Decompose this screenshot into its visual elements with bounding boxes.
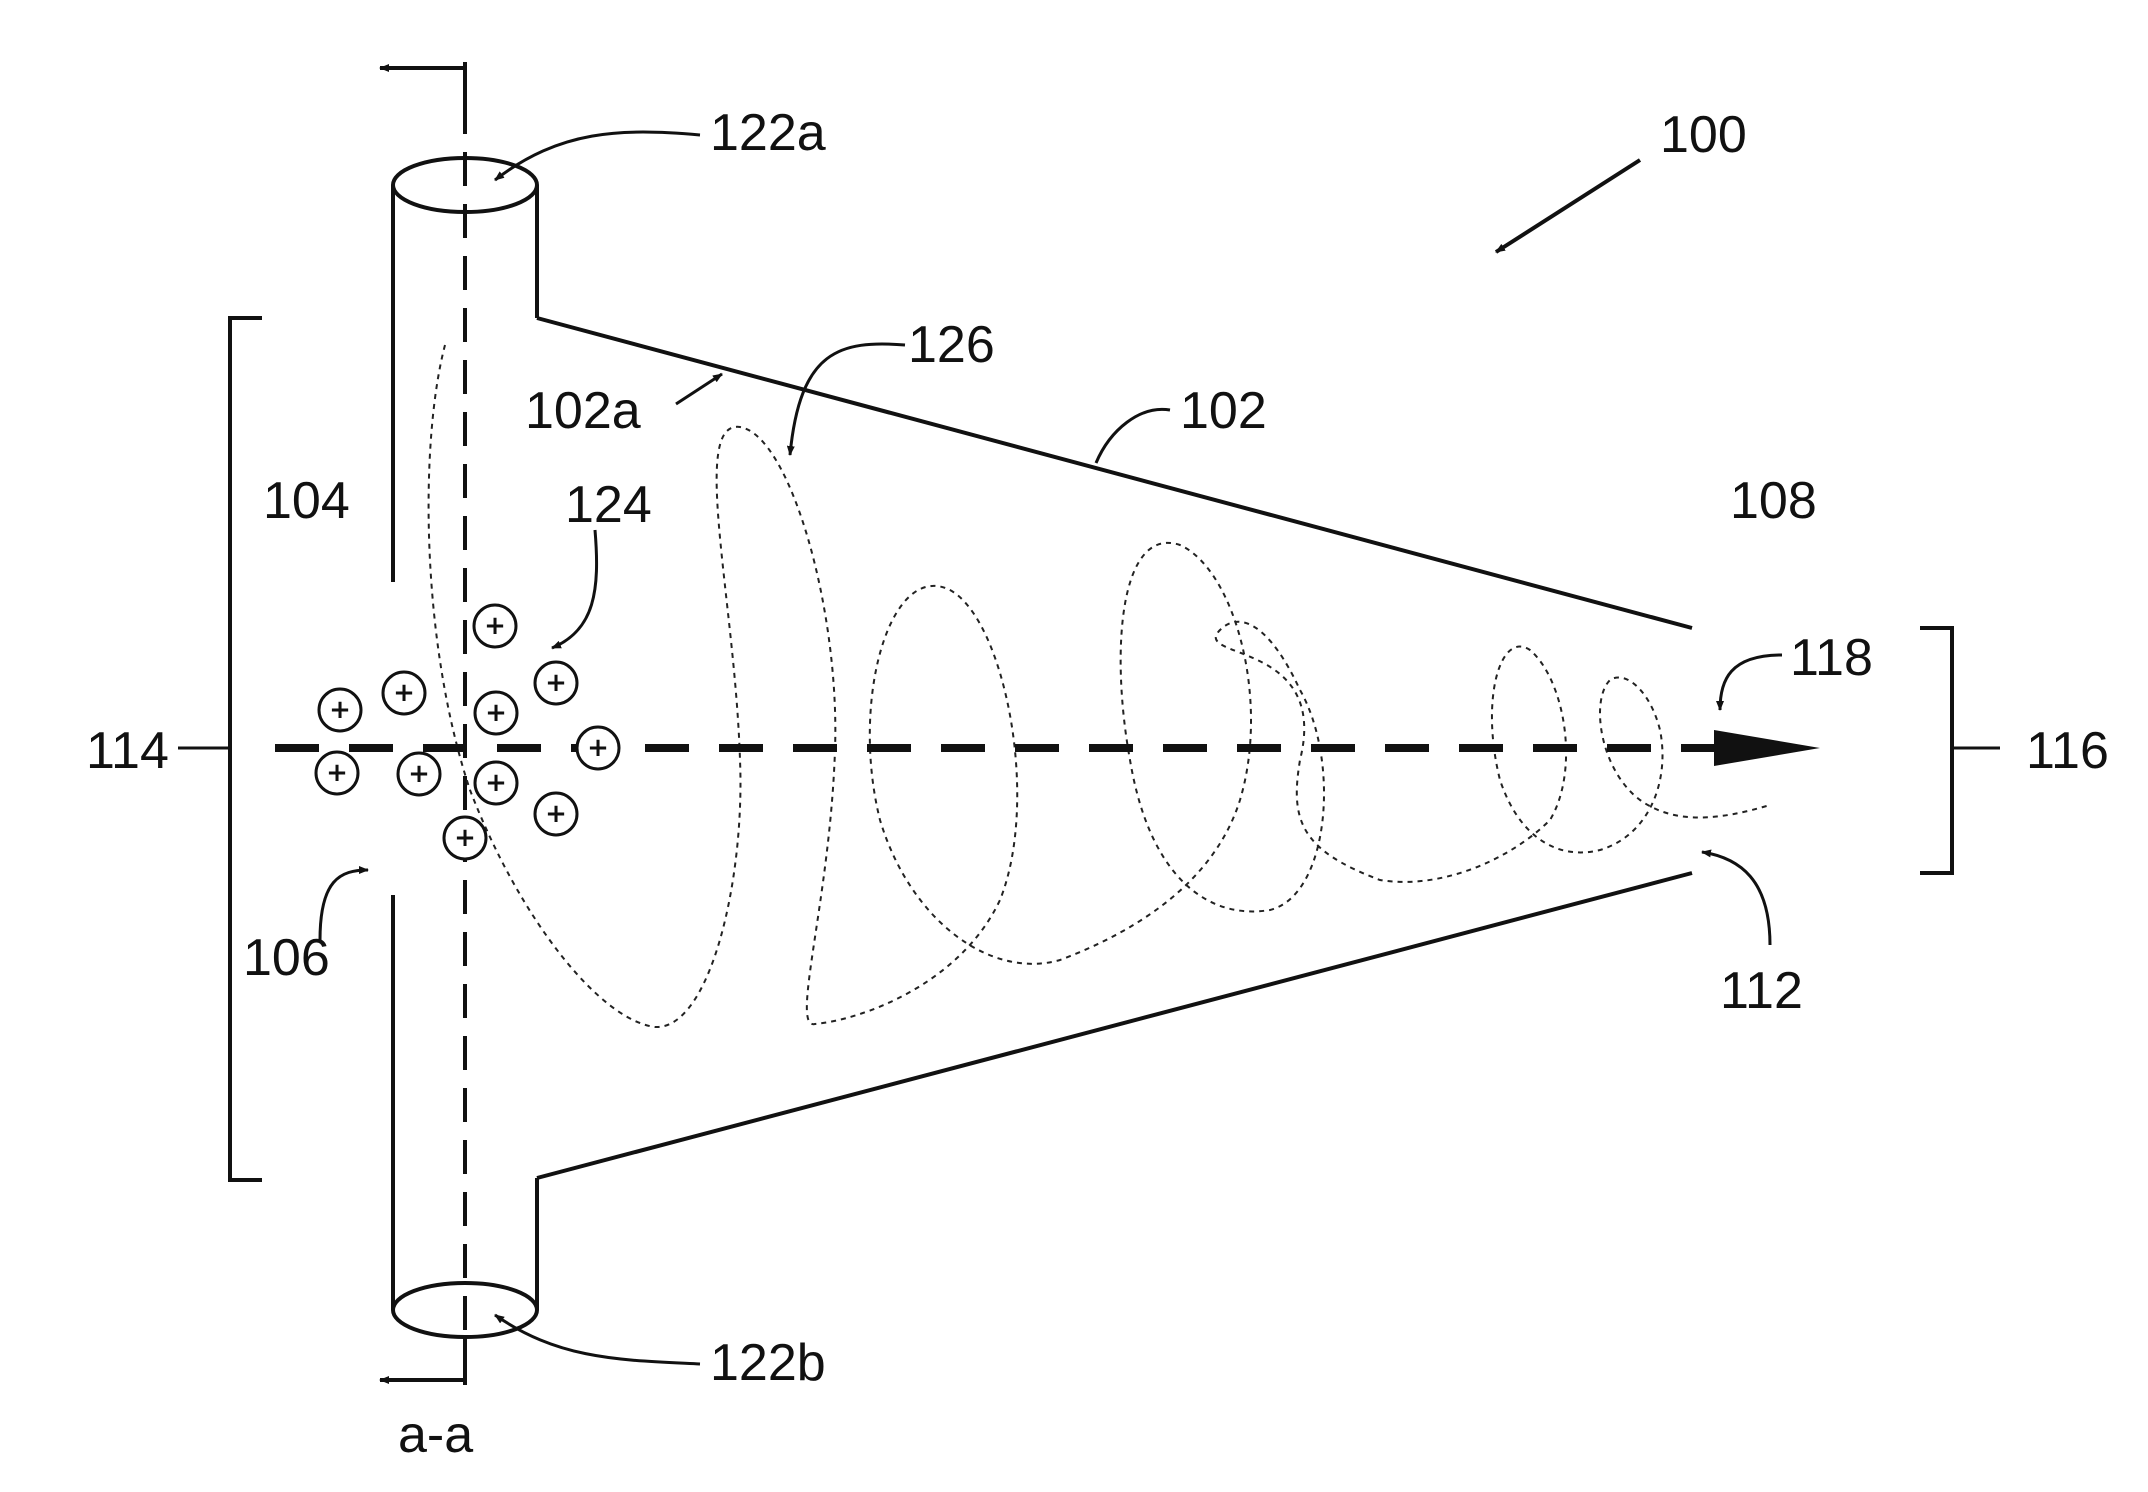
ion: +: [577, 727, 619, 769]
central-axis-arrowhead: [1714, 730, 1820, 766]
funnel-bottom-wall: [537, 873, 1692, 1178]
label-102: 102: [1180, 382, 1267, 440]
ion: +: [319, 689, 361, 731]
leader-102: [1096, 409, 1170, 463]
ion: +: [475, 692, 517, 734]
label-108: 108: [1730, 472, 1817, 530]
label-122a: 122a: [710, 104, 826, 162]
label-section: a-a: [398, 1406, 473, 1464]
svg-text:+: +: [545, 799, 567, 829]
leader-122a: [495, 132, 700, 180]
svg-text:+: +: [484, 611, 506, 641]
leader-118: [1720, 655, 1782, 710]
ion: +: [398, 753, 440, 795]
label-106: 106: [243, 929, 330, 987]
inlet-bracket: [178, 318, 262, 1180]
label-118: 118: [1790, 629, 1873, 687]
svg-text:+: +: [329, 695, 351, 725]
svg-text:+: +: [393, 678, 415, 708]
label-100: 100: [1660, 106, 1747, 164]
ions-group: + + + + + + + + + + +: [316, 605, 619, 859]
label-102a: 102a: [525, 382, 641, 440]
label-124: 124: [565, 476, 652, 534]
outlet-bracket: [1920, 628, 2000, 873]
ion: +: [535, 662, 577, 704]
label-116: 116: [2026, 722, 2109, 780]
ion: +: [316, 752, 358, 794]
ion: +: [535, 793, 577, 835]
central-axis: [275, 730, 1820, 766]
trajectory-spiral: [429, 345, 1770, 1027]
ion: +: [475, 762, 517, 804]
svg-text:+: +: [485, 768, 507, 798]
svg-text:+: +: [326, 758, 348, 788]
ion: +: [383, 672, 425, 714]
label-112: 112: [1720, 962, 1803, 1020]
funnel-top-wall: [537, 318, 1692, 628]
svg-text:+: +: [545, 668, 567, 698]
leader-100: [1496, 160, 1640, 252]
reference-labels: 100 122a 126 102a 102 104 108 124 118 11…: [86, 104, 2109, 1464]
ion: +: [474, 605, 516, 647]
leader-112: [1702, 852, 1770, 945]
ion: +: [444, 817, 486, 859]
leader-102a: [676, 374, 722, 404]
svg-text:+: +: [587, 733, 609, 763]
svg-text:+: +: [485, 698, 507, 728]
ion-trajectory: [429, 345, 1770, 1027]
label-114: 114: [86, 722, 169, 780]
label-104: 104: [263, 472, 350, 530]
svg-text:+: +: [408, 759, 430, 789]
label-122b: 122b: [710, 1334, 826, 1392]
leader-124: [552, 530, 597, 648]
label-126: 126: [908, 316, 995, 374]
svg-text:+: +: [454, 823, 476, 853]
